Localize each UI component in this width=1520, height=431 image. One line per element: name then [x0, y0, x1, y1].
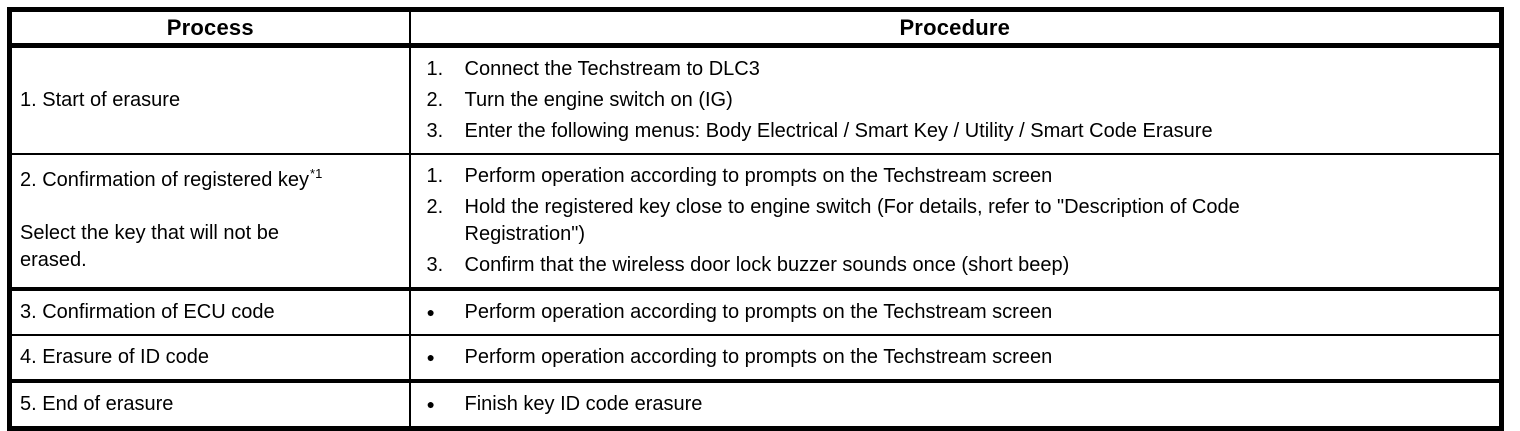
step-text: Perform operation according to prompts o…: [464, 301, 1053, 323]
process-label: 2. Confirmation of registered key: [20, 169, 310, 191]
step-number: 2.: [426, 89, 444, 111]
process-note-line: erased.: [20, 249, 87, 271]
step-number: 2.: [426, 196, 444, 218]
procedure-step: 3. Confirm that the wireless door lock b…: [427, 252, 1490, 279]
column-header-process: Process: [8, 8, 411, 48]
process-note-line: Select the key that will not be: [20, 222, 280, 244]
step-number: 3.: [426, 120, 444, 142]
process-cell: 3. Confirmation of ECU code: [8, 287, 411, 336]
procedure-step: 2. Turn the engine switch on (IG): [427, 87, 1490, 114]
bullet-icon: ●: [426, 349, 435, 365]
procedure-step: ● Finish key ID code erasure: [427, 391, 1490, 418]
step-text: Finish key ID code erasure: [464, 393, 703, 415]
step-number: 3.: [426, 254, 444, 276]
process-label: 4. Erasure of ID code: [20, 346, 209, 368]
bullet-icon: ●: [426, 304, 435, 320]
procedure-cell: ● Finish key ID code erasure: [408, 379, 1503, 430]
step-text: Confirm that the wireless door lock buzz…: [464, 254, 1070, 276]
table-header-row: Process Procedure: [8, 8, 1503, 48]
table-row-confirmation-of-registered-key: 2. Confirmation of registered key*1 Sele…: [8, 153, 1503, 290]
procedure-cell: 1. Perform operation according to prompt…: [408, 153, 1503, 290]
step-text: Turn the engine switch on (IG): [464, 89, 733, 111]
procedure-cell: 1. Connect the Techstream to DLC3 2. Tur…: [408, 44, 1503, 155]
process-cell: 1. Start of erasure: [8, 44, 411, 155]
bullet-icon: ●: [426, 396, 435, 412]
procedure-cell: ● Perform operation according to prompts…: [408, 334, 1503, 382]
step-text: Hold the registered key close to engine …: [464, 196, 1240, 245]
table-row-start-of-erasure: 1. Start of erasure 1. Connect the Techs…: [8, 44, 1503, 155]
process-cell: 2. Confirmation of registered key*1 Sele…: [8, 153, 411, 290]
procedure-step: 1. Perform operation according to prompt…: [427, 163, 1490, 190]
process-note: Select the key that will not be erased.: [20, 220, 401, 274]
table-row-confirmation-of-ecu-code: 3. Confirmation of ECU code ● Perform op…: [8, 287, 1503, 336]
smart-code-erasure-table: Process Procedure 1. Start of erasure 1.…: [7, 7, 1504, 431]
step-number: 1.: [426, 58, 444, 80]
step-text: Connect the Techstream to DLC3: [464, 58, 760, 80]
step-number: 1.: [426, 165, 444, 187]
procedure-step: 1. Connect the Techstream to DLC3: [427, 56, 1490, 83]
footnote-marker: *1: [310, 166, 323, 181]
table-row-end-of-erasure: 5. End of erasure ● Finish key ID code e…: [8, 379, 1503, 430]
step-text: Perform operation according to prompts o…: [464, 165, 1053, 187]
step-text: Perform operation according to prompts o…: [464, 346, 1053, 368]
process-label: 5. End of erasure: [20, 393, 174, 415]
process-label: 1. Start of erasure: [20, 89, 181, 111]
step-text: Enter the following menus: Body Electric…: [464, 120, 1213, 142]
process-cell: 4. Erasure of ID code: [8, 334, 411, 382]
table-row-erasure-of-id-code: 4. Erasure of ID code ● Perform operatio…: [8, 334, 1503, 382]
procedure-step: 2. Hold the registered key close to engi…: [427, 194, 1490, 248]
process-label-line: 2. Confirmation of registered key*1: [20, 167, 401, 194]
procedure-cell: ● Perform operation according to prompts…: [408, 287, 1503, 336]
procedure-step: ● Perform operation according to prompts…: [427, 344, 1490, 371]
procedure-step: 3. Enter the following menus: Body Elect…: [427, 118, 1490, 145]
procedure-step: ● Perform operation according to prompts…: [427, 299, 1490, 326]
process-label: 3. Confirmation of ECU code: [20, 301, 275, 323]
column-header-procedure: Procedure: [408, 8, 1503, 48]
process-cell: 5. End of erasure: [8, 379, 411, 430]
